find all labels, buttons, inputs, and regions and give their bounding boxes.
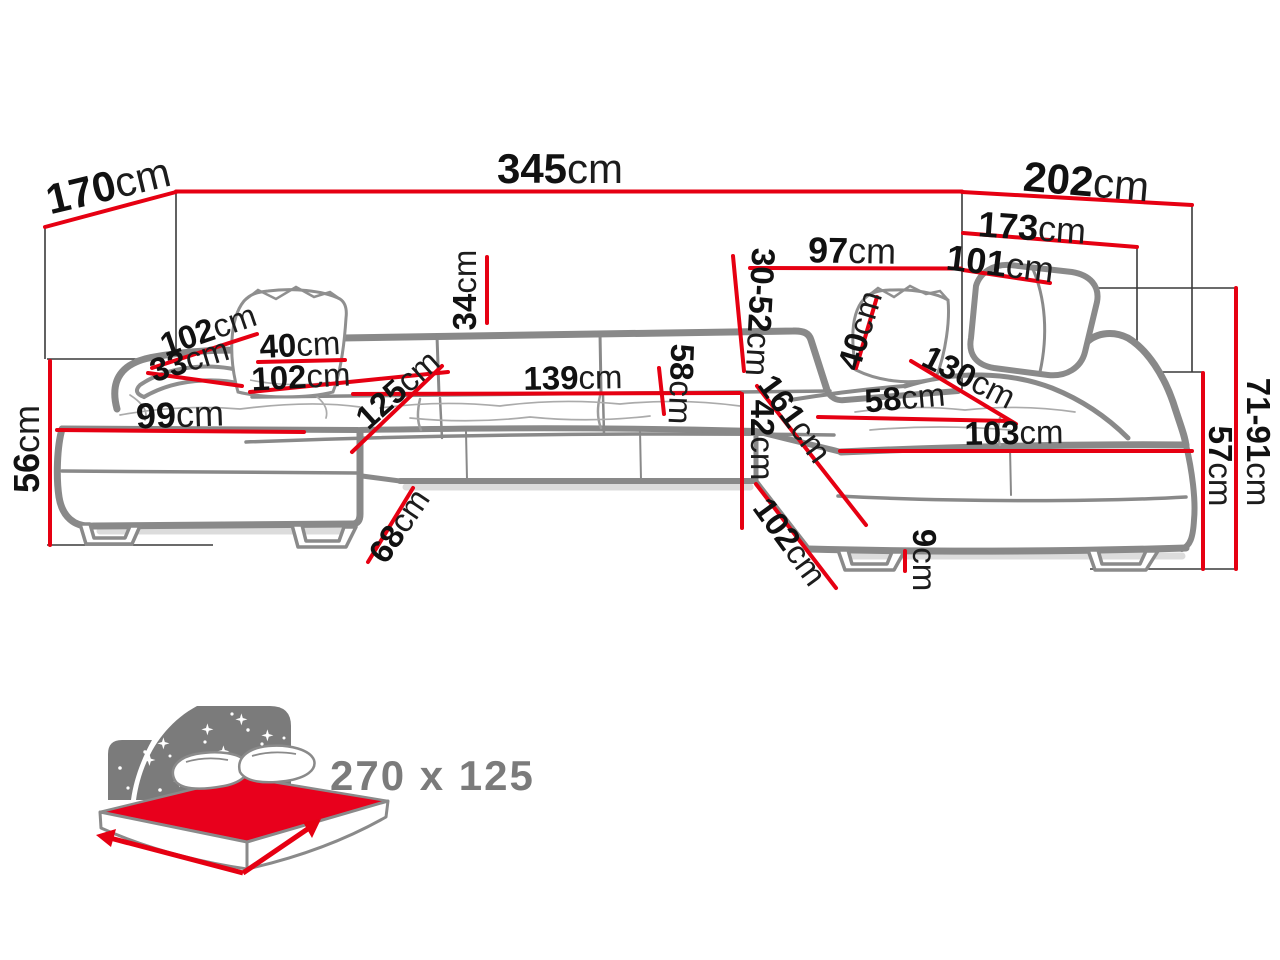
bed-size-arrows xyxy=(96,819,321,876)
backrest-vertical-seams xyxy=(435,331,603,396)
middle-base-left-corner xyxy=(359,473,403,484)
dim-line-130 xyxy=(909,359,1018,426)
dim-line-40-right xyxy=(854,295,879,370)
night-panel-left xyxy=(108,740,152,800)
bed-size-label: 270 x 125 xyxy=(330,752,535,799)
dim-label-101: 101cm xyxy=(944,236,1056,290)
sofa-legs xyxy=(78,522,1160,572)
dim-line-173 xyxy=(961,231,1139,249)
dim-label-56: 56cm xyxy=(6,405,47,493)
dim-label-30-52: 30-52cm xyxy=(739,247,783,377)
dim-label-58-mid: 58cm xyxy=(662,343,702,425)
dim-label-58-right: 58cm xyxy=(863,375,947,419)
right-base-bottom xyxy=(804,544,1190,555)
dim-label-173: 173cm xyxy=(977,203,1088,251)
dim-line-170 xyxy=(43,190,178,229)
right-backrest-bottom xyxy=(902,372,1131,441)
dim-line-68 xyxy=(366,486,415,564)
dim-line-125 xyxy=(350,364,444,454)
dim-line-99 xyxy=(55,428,306,434)
dim-label-97: 97cm xyxy=(808,229,897,272)
dim-line-58-right xyxy=(816,415,1011,423)
back-cushion-bottom xyxy=(244,432,836,444)
leg xyxy=(836,548,906,572)
right-back-pillow xyxy=(851,284,950,384)
dim-line-101 xyxy=(961,268,1052,285)
middle-seat-front-edge xyxy=(357,425,759,434)
dim-label-345: 345cm xyxy=(497,145,623,192)
leg xyxy=(1086,548,1160,572)
dim-label-40-left: 40cm xyxy=(259,324,342,365)
right-arm-top xyxy=(1080,330,1190,450)
dim-label-68: 68cm xyxy=(361,482,437,570)
front-face-seams xyxy=(465,429,642,481)
dim-label-202: 202cm xyxy=(1021,153,1151,211)
dim-label-40-right: 40cm xyxy=(830,286,889,374)
dim-line-202 xyxy=(960,190,1194,207)
dim-line-40-left xyxy=(256,358,347,364)
dim-label-71-91: 71-91cm xyxy=(1240,378,1277,506)
dim-label-170: 170cm xyxy=(41,148,175,223)
dimension-lines xyxy=(43,189,1238,590)
left-base-seam xyxy=(60,469,359,475)
dim-line-58-mid xyxy=(657,366,666,416)
headrest-cushion xyxy=(967,261,1101,379)
dim-line-161 xyxy=(755,384,868,527)
dim-line-102-left xyxy=(248,370,450,394)
bed-pillows xyxy=(171,744,316,790)
left-chaise-outline xyxy=(53,425,364,530)
dim-line-97 xyxy=(748,266,963,271)
dim-line-139 xyxy=(351,391,742,396)
leg xyxy=(290,523,358,549)
dim-line-30-52 xyxy=(731,254,746,373)
right-seat-back-edge xyxy=(788,384,907,402)
dim-line-102-bottom xyxy=(754,482,838,590)
dim-label-42: 42cm xyxy=(744,400,781,481)
dim-label-103: 103cm xyxy=(964,413,1064,452)
dim-label-99: 99cm xyxy=(135,392,224,436)
dim-label-139: 139cm xyxy=(523,358,623,397)
sofa-silhouette xyxy=(57,330,1199,549)
right-base-seam xyxy=(836,494,1188,503)
right-arm-outer-edge xyxy=(1179,442,1198,552)
dim-label-34: 34cm xyxy=(446,250,483,331)
dim-label-57: 57cm xyxy=(1202,426,1239,507)
dim-line-102-upper-left xyxy=(150,332,259,370)
leg xyxy=(78,522,142,546)
dim-label-9: 9cm xyxy=(906,529,943,591)
right-front-face-seam xyxy=(1009,447,1012,496)
dim-line-33 xyxy=(146,371,244,388)
tufting-creases xyxy=(119,391,1076,431)
dimension-labels: 170cm 345cm 202cm 173cm 97cm 101cm 34cm … xyxy=(6,145,1278,592)
dim-label-102-left: 102cm xyxy=(250,355,351,397)
sofa-bed-night-icon: 270 x 125 xyxy=(96,706,535,876)
